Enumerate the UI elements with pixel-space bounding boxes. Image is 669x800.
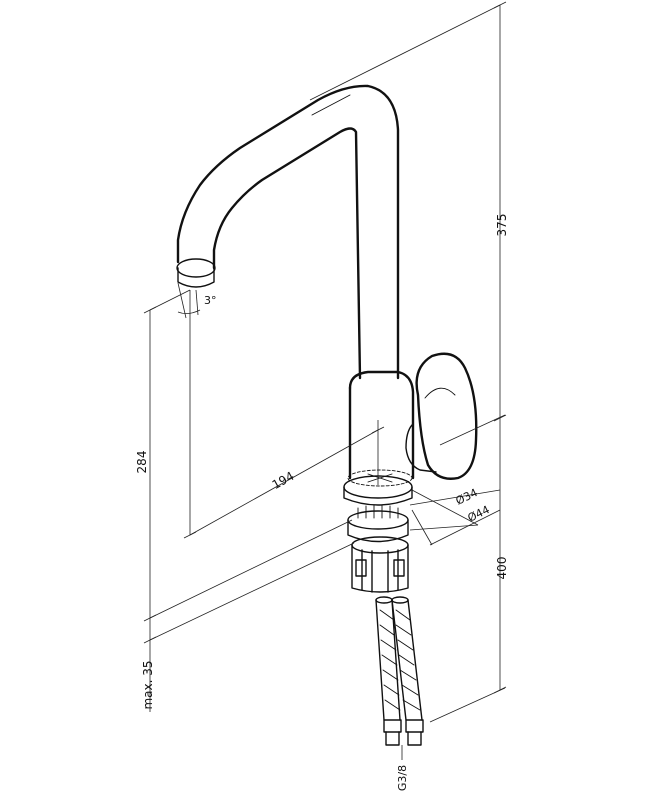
dimension-counter-thickness: max. 35 xyxy=(141,542,355,712)
faucet-body xyxy=(347,370,415,487)
spout-height-label: 284 xyxy=(135,451,149,474)
diameter-outer-label: Ø44 xyxy=(466,503,492,525)
connection-thread-label: G3/8 xyxy=(396,765,409,791)
spout-reach-label: 194 xyxy=(270,469,297,492)
spout-angle-label: 3° xyxy=(204,294,217,307)
dimension-connection-thread: G3/8 xyxy=(396,745,409,791)
faucet-threaded-shank xyxy=(347,504,409,543)
dimension-total-height: 375 xyxy=(309,1,509,446)
braided-hoses xyxy=(375,596,423,721)
dimension-hose-length: 400 xyxy=(429,418,509,723)
dimension-spout-height: 284 xyxy=(135,289,353,622)
faucet-mounting-nut xyxy=(351,536,409,593)
counter-thickness-label: max. 35 xyxy=(141,660,155,709)
dimension-spout-angle: 3° xyxy=(177,282,217,319)
diameter-inner-label: Ø34 xyxy=(454,486,480,508)
dimension-diameters: Ø34 Ø44 xyxy=(409,486,501,546)
faucet-lever-handle[interactable] xyxy=(405,352,478,480)
hose-connectors xyxy=(383,719,424,746)
hose-length-label: 400 xyxy=(495,557,509,580)
faucet-spout xyxy=(176,84,400,380)
total-height-label: 375 xyxy=(495,214,509,237)
